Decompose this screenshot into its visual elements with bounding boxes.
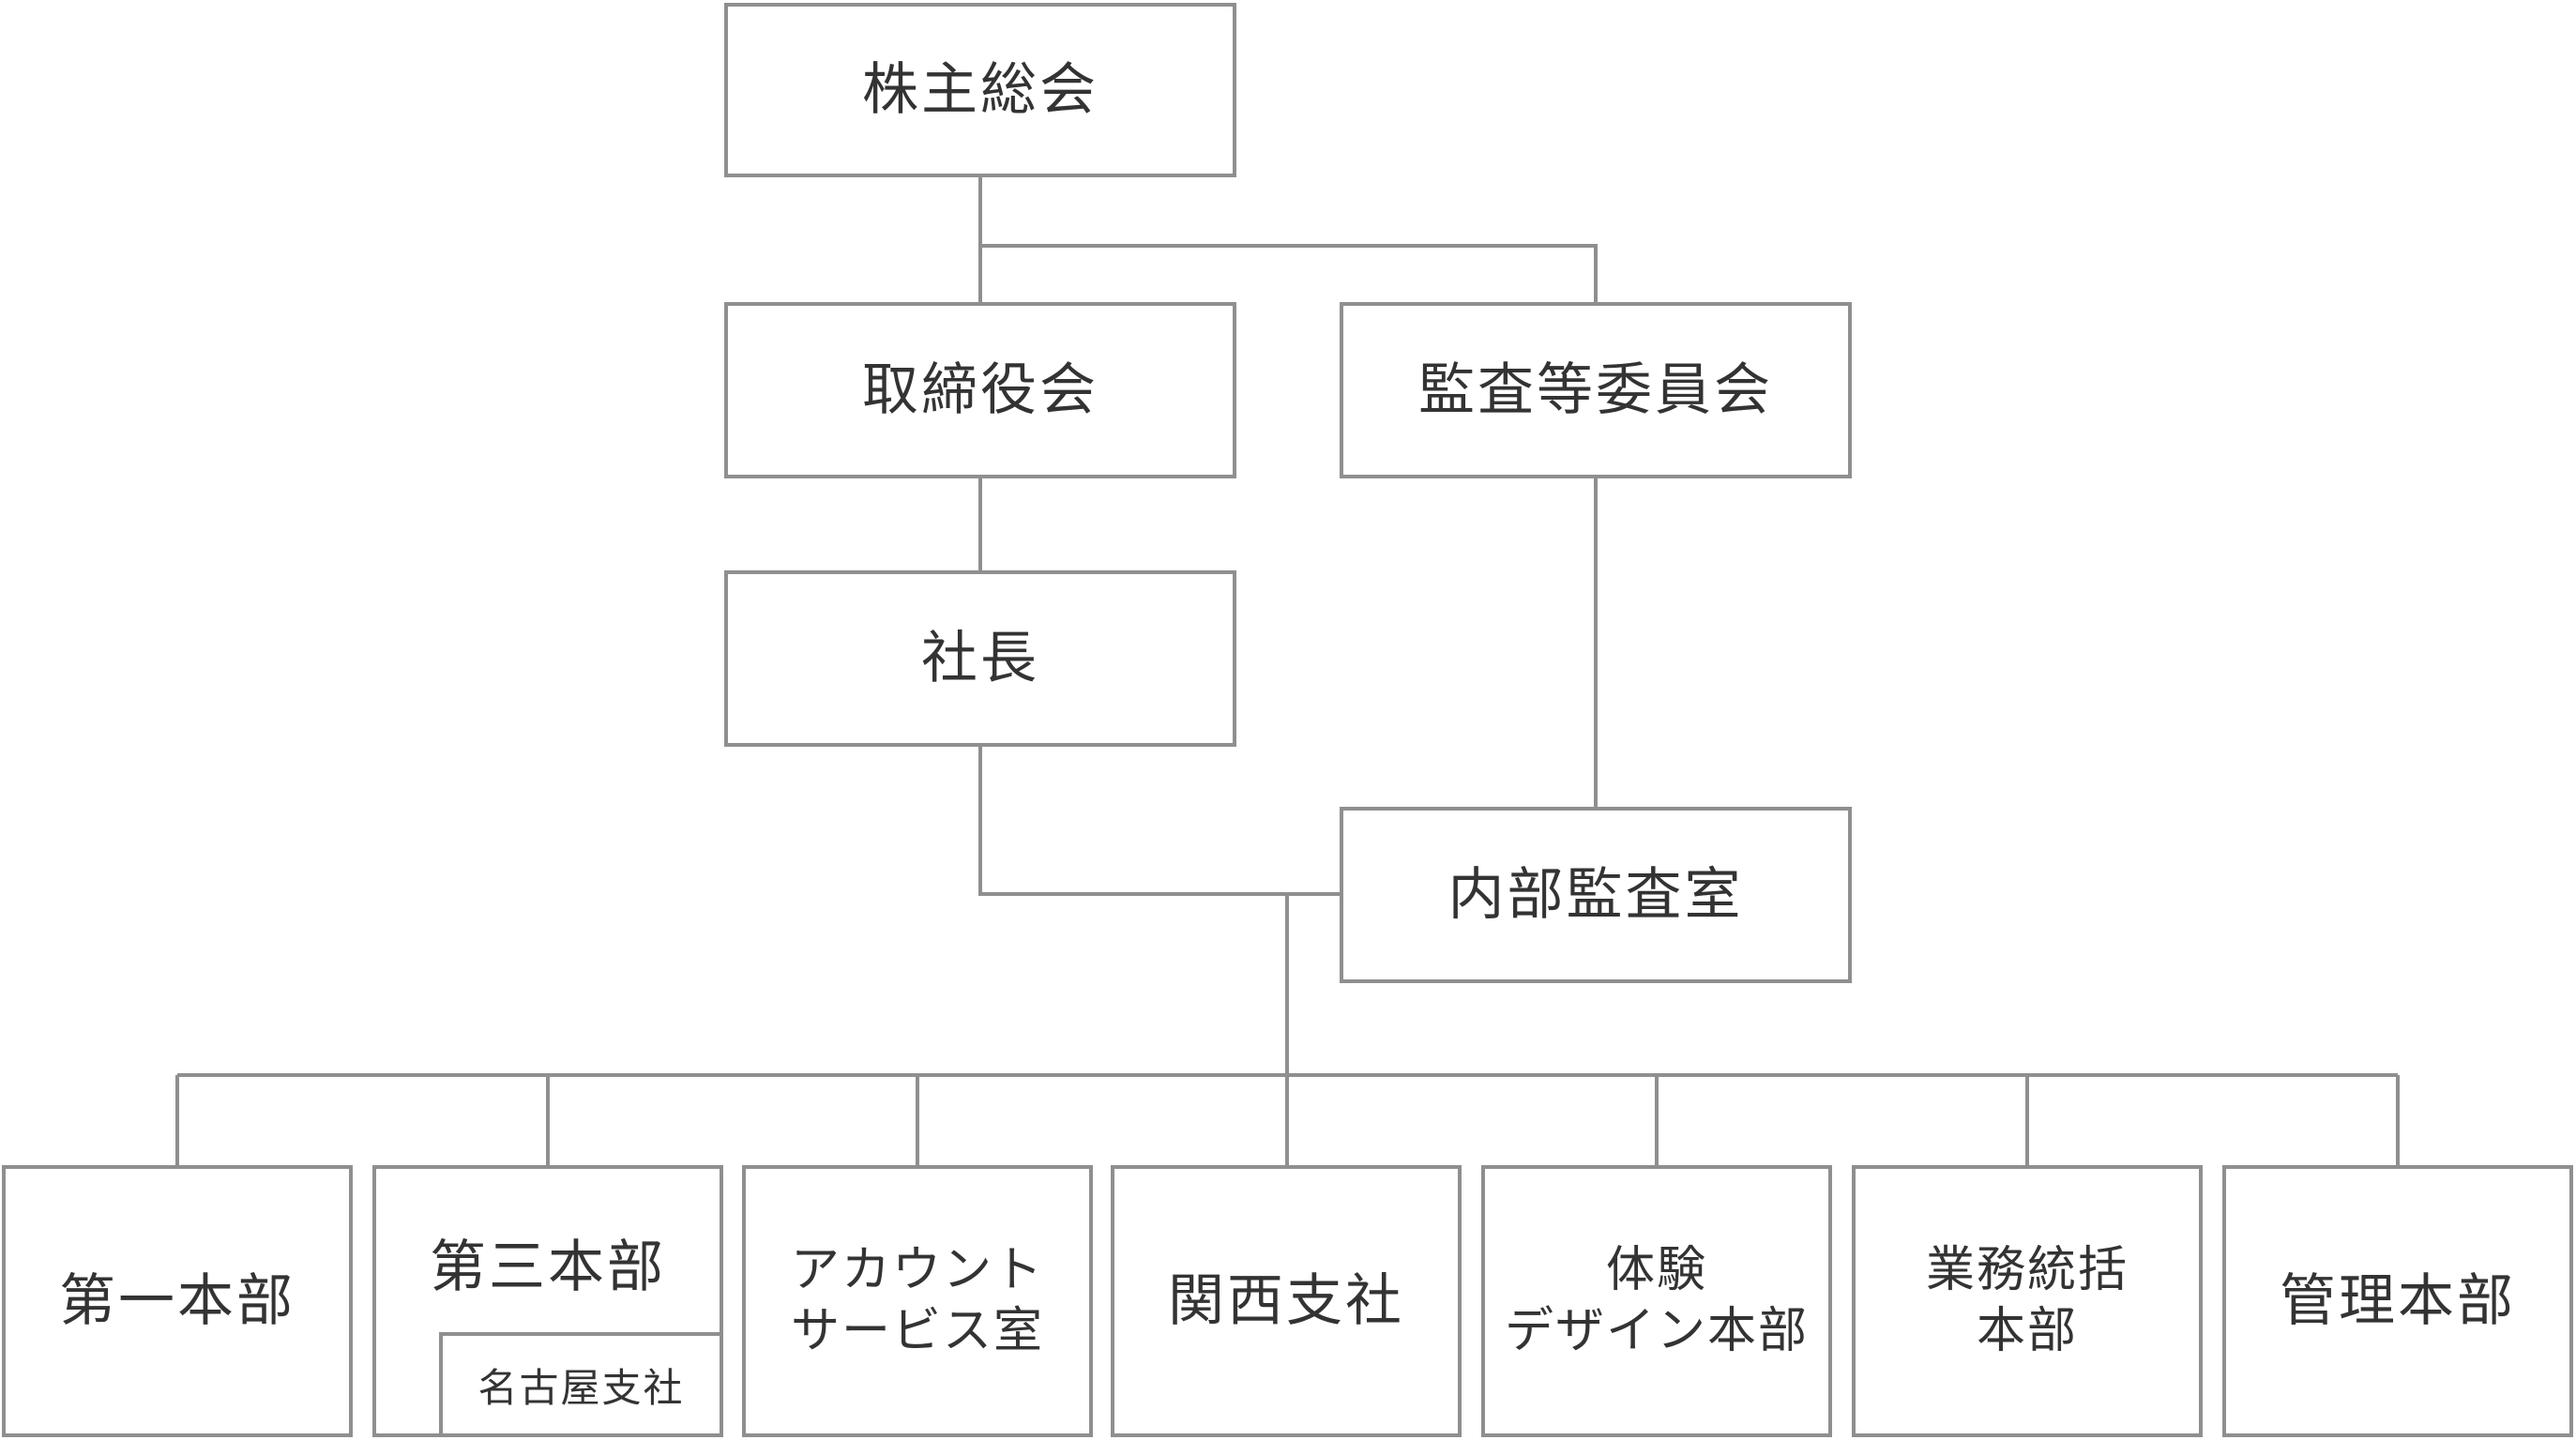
- node-label: 体験 デザイン本部: [1504, 1242, 1809, 1359]
- node-shareholders-meeting: 株主総会: [724, 3, 1236, 177]
- node-president: 社長: [724, 570, 1236, 747]
- node-label: 社長: [921, 626, 1039, 691]
- node-experience-design: 体験 デザイン本部: [1481, 1165, 1832, 1437]
- node-label: 名古屋支社: [477, 1364, 685, 1411]
- node-label: 監査等委員会: [1418, 357, 1773, 423]
- connector-president-internal: [978, 747, 1340, 896]
- node-label: 第一本部: [59, 1268, 295, 1334]
- node-kansai-branch: 関西支社: [1111, 1165, 1462, 1437]
- node-audit-committee: 監査等委員会: [1340, 302, 1852, 478]
- node-label: 取締役会: [862, 357, 1099, 423]
- node-label: 内部監査室: [1447, 862, 1744, 928]
- node-label: 業務統括 本部: [1925, 1242, 2129, 1359]
- node-label: 株主総会: [862, 57, 1099, 123]
- node-management: 管理本部: [2222, 1165, 2573, 1437]
- node-operations: 業務統括 本部: [1852, 1165, 2203, 1437]
- node-internal-audit: 内部監査室: [1340, 807, 1852, 983]
- node-label: 第三本部: [430, 1235, 666, 1300]
- connector-shareholders-audit: [980, 244, 1598, 302]
- node-department-1: 第一本部: [2, 1165, 353, 1437]
- node-account-service: アカウント サービス室: [742, 1165, 1093, 1437]
- node-nagoya-branch: 名古屋支社: [439, 1332, 723, 1437]
- node-label: 管理本部: [2280, 1268, 2516, 1334]
- node-label: 関西支社: [1168, 1268, 1404, 1334]
- node-label: アカウント サービス室: [790, 1242, 1044, 1359]
- node-board-of-directors: 取締役会: [724, 302, 1236, 478]
